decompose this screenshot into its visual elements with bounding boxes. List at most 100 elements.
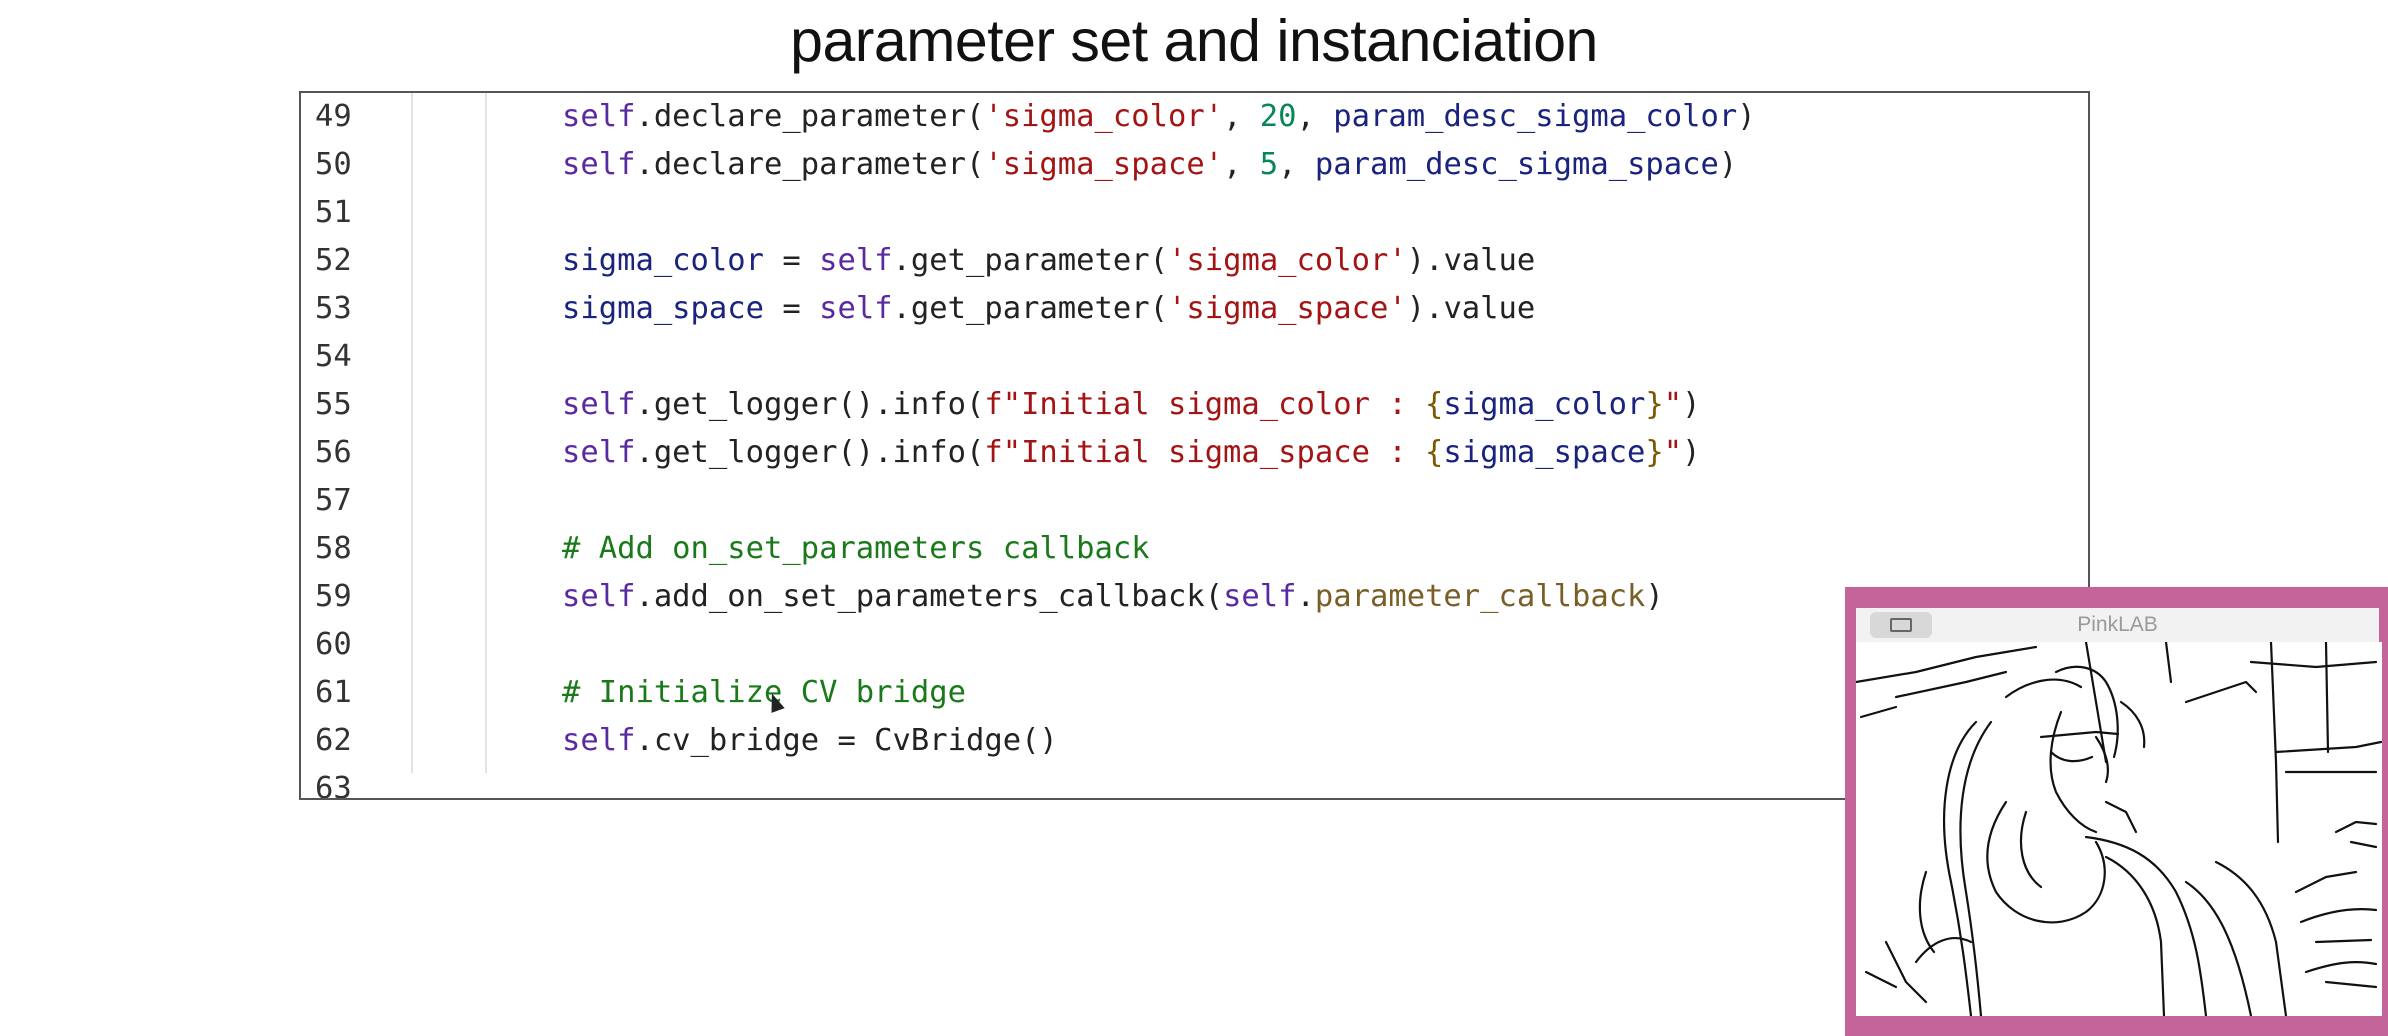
webcam-titlebar[interactable]: PinkLAB	[1856, 608, 2379, 642]
line-code: self.declare_parameter('sigma_space', 5,…	[562, 141, 1737, 189]
code-token: param_desc_sigma_color	[1333, 99, 1738, 134]
code-line[interactable]: 49 self.declare_parameter('sigma_color', …	[301, 93, 2088, 141]
line-code: sigma_color = self.get_parameter('sigma_…	[562, 237, 1535, 285]
code-token: self	[1223, 579, 1297, 614]
line-number: 50	[315, 147, 352, 182]
code-token: ,	[1296, 99, 1334, 134]
code-token: 'sigma_space'	[984, 147, 1224, 182]
code-line[interactable]: 54	[301, 333, 2088, 381]
code-token: .	[1296, 579, 1315, 614]
code-token: ,	[1278, 147, 1315, 182]
code-token: =	[764, 243, 820, 278]
code-token: sigma_space	[1443, 435, 1646, 470]
code-token: sigma_color	[562, 243, 764, 278]
code-token: )	[1718, 147, 1738, 182]
line-number: 57	[315, 483, 352, 518]
code-token: .get_logger().info(	[635, 435, 985, 470]
code-token: f"Initial sigma_space :	[984, 435, 1426, 470]
line-code: self.get_logger().info(f"Initial sigma_c…	[562, 381, 1701, 429]
code-token: sigma_space	[562, 291, 764, 326]
line-number: 58	[315, 531, 352, 566]
code-line[interactable]: 58 # Add on_set_parameters callback	[301, 525, 2088, 573]
line-code: self.cv_bridge = CvBridge()	[562, 717, 1058, 765]
webcam-feed	[1856, 642, 2382, 1016]
code-token: =	[764, 291, 820, 326]
code-token: self	[819, 243, 893, 278]
code-token: self	[819, 291, 893, 326]
code-token: ,	[1223, 99, 1260, 134]
webcam-title: PinkLAB	[2077, 613, 2158, 636]
line-number: 61	[315, 675, 352, 710]
line-number: 55	[315, 387, 352, 422]
line-code: sigma_space = self.get_parameter('sigma_…	[562, 285, 1535, 333]
code-token: ).value	[1406, 291, 1536, 326]
code-line[interactable]: 60	[301, 621, 2088, 669]
code-token: .add_on_set_parameters_callback(	[635, 579, 1224, 614]
code-line[interactable]: 55 self.get_logger().info(f"Initial sigma…	[301, 381, 2088, 429]
line-code: self.add_on_set_parameters_callback(self…	[562, 573, 1664, 621]
line-number: 52	[315, 243, 352, 278]
line-number: 59	[315, 579, 352, 614]
line-number: 63	[315, 771, 352, 800]
code-token: parameter_callback	[1314, 579, 1646, 614]
code-token: ,	[1223, 147, 1260, 182]
code-token: "	[1663, 387, 1683, 422]
code-line[interactable]: 56 self.get_logger().info(f"Initial sigma…	[301, 429, 2088, 477]
code-editor[interactable]: 49 self.declare_parameter('sigma_color', …	[299, 91, 2090, 800]
code-token: self	[562, 99, 636, 134]
code-token: }	[1645, 435, 1664, 470]
screen-share-icon-glyph	[1890, 618, 1912, 632]
slide-title: parameter set and instanciation	[790, 8, 1598, 74]
screen-share-icon[interactable]	[1870, 612, 1932, 638]
code-token: # Add on_set_parameters callback	[562, 531, 1150, 566]
code-token: f"Initial sigma_color :	[984, 387, 1426, 422]
edge-detected-video-image	[1856, 642, 2382, 1016]
code-token: self	[562, 147, 636, 182]
code-line[interactable]: 61 # Initialize CV bridge	[301, 669, 2088, 717]
code-token: {	[1425, 387, 1444, 422]
line-number: 54	[315, 339, 352, 374]
code-line[interactable]: 53 sigma_space = self.get_parameter('sigm…	[301, 285, 2088, 333]
code-token: )	[1737, 99, 1756, 134]
code-token: ).value	[1406, 243, 1536, 278]
code-token: self	[562, 723, 636, 758]
code-line[interactable]: 63	[301, 765, 2088, 800]
line-number: 51	[315, 195, 352, 230]
line-number: 56	[315, 435, 352, 470]
code-token: self	[562, 435, 636, 470]
line-code: self.get_logger().info(f"Initial sigma_s…	[562, 429, 1701, 477]
code-token: }	[1645, 387, 1664, 422]
indent-guide	[411, 93, 413, 773]
code-token: .get_logger().info(	[635, 387, 985, 422]
code-token: 20	[1259, 99, 1297, 134]
code-token: sigma_color	[1443, 387, 1646, 422]
line-number: 53	[315, 291, 352, 326]
code-line[interactable]: 62 self.cv_bridge = CvBridge()	[301, 717, 2088, 765]
code-line[interactable]: 50 self.declare_parameter('sigma_space', …	[301, 141, 2088, 189]
code-token: # Initialize CV bridge	[562, 675, 966, 710]
line-code: # Add on_set_parameters callback	[562, 525, 1150, 573]
code-token: )	[1682, 435, 1701, 470]
line-code: # Initialize CV bridge	[562, 669, 966, 717]
code-line[interactable]: 51	[301, 189, 2088, 237]
indent-guide	[485, 93, 487, 773]
code-token: "	[1663, 435, 1683, 470]
code-line[interactable]: 52 sigma_color = self.get_parameter('sigm…	[301, 237, 2088, 285]
line-code: self.declare_parameter('sigma_color', 20…	[562, 93, 1756, 141]
line-number: 62	[315, 723, 352, 758]
code-line[interactable]: 59 self.add_on_set_parameters_callback(se…	[301, 573, 2088, 621]
code-token: )	[1682, 387, 1701, 422]
webcam-window[interactable]: PinkLAB	[1845, 587, 2388, 1036]
code-token: 'sigma_space'	[1168, 291, 1407, 326]
code-token: param_desc_sigma_space	[1314, 147, 1719, 182]
code-line[interactable]: 57	[301, 477, 2088, 525]
code-token: 5	[1259, 147, 1279, 182]
code-token: .cv_bridge = CvBridge()	[635, 723, 1058, 758]
code-token: {	[1425, 435, 1444, 470]
code-token: .declare_parameter(	[635, 99, 985, 134]
line-number: 49	[315, 99, 352, 134]
code-token: .get_parameter(	[892, 291, 1168, 326]
code-token: self	[562, 387, 636, 422]
code-token: .get_parameter(	[892, 243, 1168, 278]
